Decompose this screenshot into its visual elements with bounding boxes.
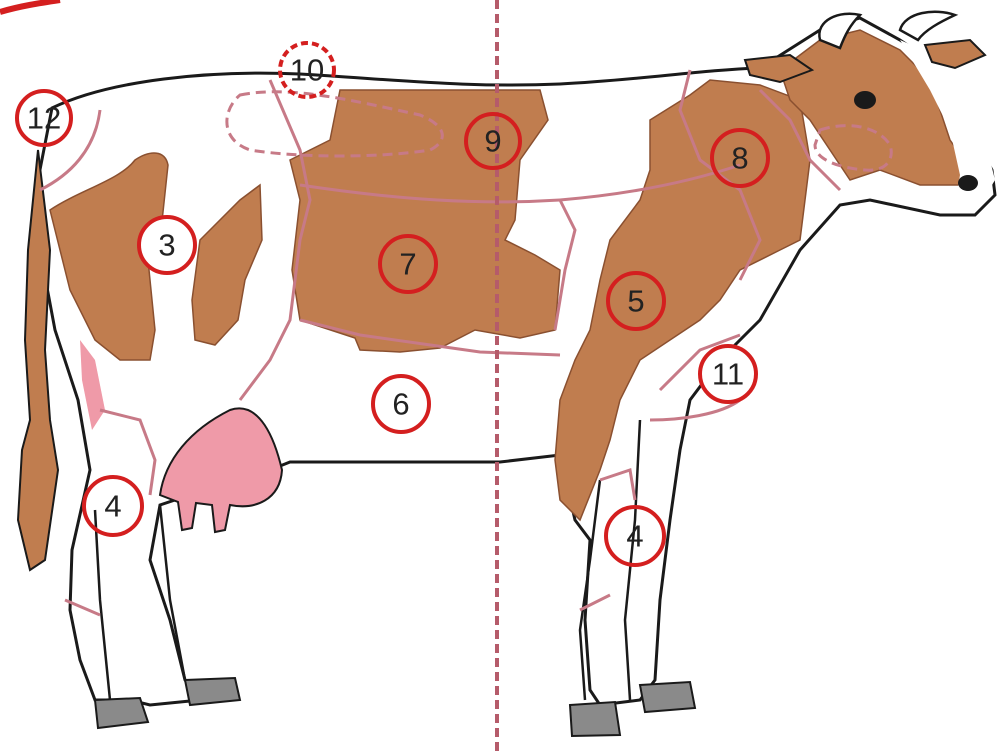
marker-label-8: 8	[731, 141, 748, 176]
hoof-front-right	[640, 682, 695, 712]
marker-label-10: 10	[290, 53, 324, 88]
nostril	[958, 175, 978, 191]
marker-11: 11	[700, 346, 756, 402]
marker-label-4-front: 4	[626, 519, 643, 554]
hoof-rear-right	[185, 678, 240, 705]
marker-label-4-rear: 4	[104, 489, 121, 524]
marker-label-5: 5	[627, 284, 644, 319]
marker-label-12: 12	[27, 101, 61, 136]
marker-3: 3	[139, 217, 195, 273]
marker-label-6: 6	[392, 387, 409, 422]
eye	[854, 91, 876, 109]
marker-label-9: 9	[484, 124, 501, 159]
corner-arc	[0, 0, 60, 12]
hoof-rear-left	[95, 698, 148, 728]
marker-label-11: 11	[712, 357, 744, 392]
marker-label-3: 3	[158, 228, 175, 263]
marker-6: 6	[373, 376, 429, 432]
marker-label-7: 7	[399, 247, 416, 282]
hoof-front-left	[570, 702, 620, 736]
